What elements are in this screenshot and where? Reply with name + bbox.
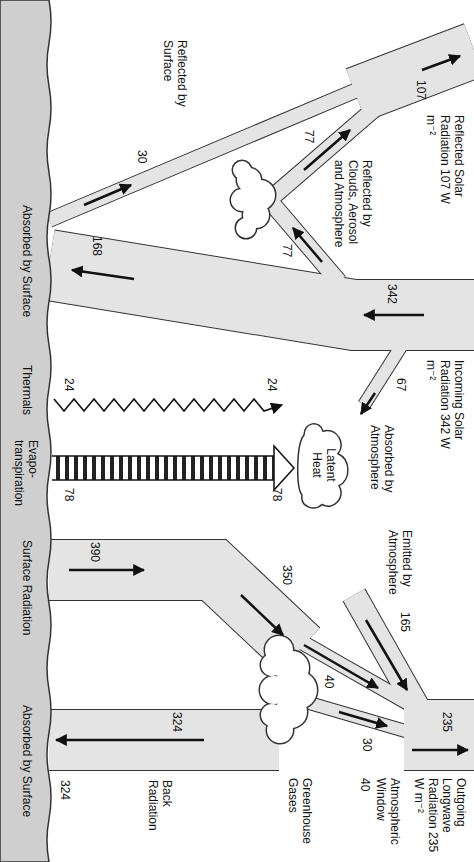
cloud-node: Latent Heat: [294, 418, 354, 512]
flux-label: Evapo-transpiration: [12, 440, 40, 520]
flux-label: Thermals: [20, 365, 34, 415]
cloud-text: Latent Heat: [310, 440, 338, 490]
flux-value: 342: [385, 284, 399, 304]
flux-value: 40: [358, 778, 372, 791]
flux-label: Reflected by Surface: [161, 40, 189, 130]
beam-outlines: [49, 50, 474, 740]
cloud-label: Latent Heat: [310, 440, 338, 490]
flux-value: 67: [394, 378, 408, 391]
flow-arrows: [56, 56, 468, 750]
flux-value: 40: [322, 675, 336, 688]
flux-label: Atmospheric Window: [374, 778, 402, 856]
flux-value: 107: [414, 80, 428, 100]
flux-label: Reflected by Clouds, Aerosol and Atmosph…: [332, 160, 374, 260]
flux-label: Incoming Solar Radiation 342 W m⁻²: [424, 360, 466, 465]
flux-value: 165: [398, 612, 412, 632]
flux-label: Outgoing Longwave Radiation 235 W m⁻²: [412, 778, 468, 856]
flux-label: Reflected Solar Radiation 107 W m⁻²: [424, 115, 466, 215]
flux-value: 30: [135, 150, 149, 163]
flux-label: Back Radiation: [146, 780, 174, 855]
flux-value: 324: [58, 780, 72, 800]
flux-label: Emitted by Atmosphere: [386, 530, 414, 605]
flux-value: 78: [62, 488, 76, 501]
flux-value: 235: [440, 712, 454, 732]
flux-value: 78: [270, 488, 284, 501]
flux-value: 168: [90, 236, 104, 256]
flux-value: 77: [280, 244, 294, 257]
flux-value: 324: [170, 712, 184, 732]
flux-label: Absorbed by Atmosphere: [368, 425, 396, 515]
flux-value: 24: [265, 378, 279, 391]
flux-value: 30: [360, 738, 374, 751]
flux-label: Absorbed by Surface: [20, 705, 34, 825]
flux-value: 350: [280, 565, 294, 585]
earth-surface: [0, 0, 51, 862]
latent-heat-shaft: [54, 456, 274, 480]
thermals-wave: [54, 399, 282, 411]
flux-label: Greenhouse Gases: [286, 778, 314, 856]
latent-heat-arrow: [52, 446, 294, 490]
flux-value: 24: [62, 378, 76, 391]
beam-fills: [49, 50, 474, 740]
flux-label: Surface Radiation: [20, 540, 34, 640]
flux-value: 77: [302, 130, 316, 143]
flux-label: Absorbed by Surface: [20, 205, 34, 325]
flux-value: 390: [88, 542, 102, 562]
